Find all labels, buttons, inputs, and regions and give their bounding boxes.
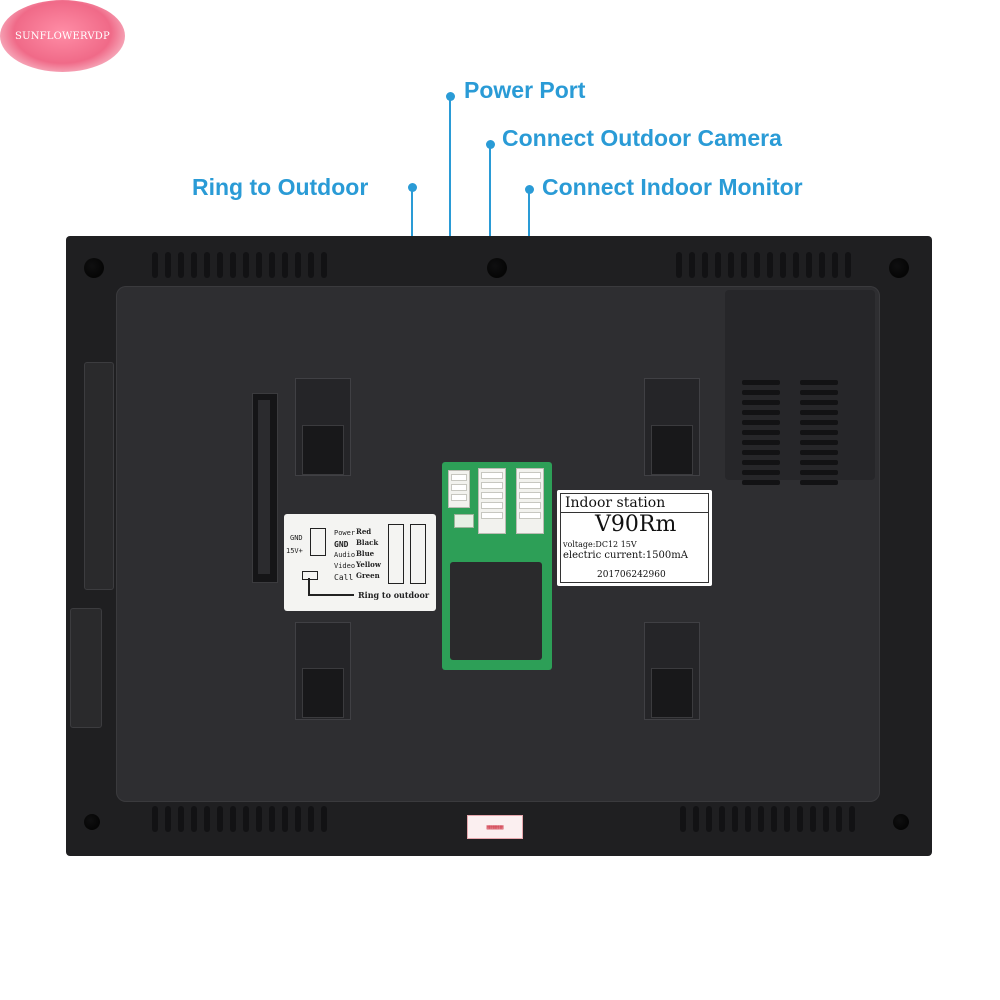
wire-color-blue: Blue — [356, 549, 375, 558]
ring-leader-vertical — [308, 578, 310, 594]
power-connector-diagram — [310, 528, 326, 556]
wiring-signal-gnd: GND — [334, 540, 349, 549]
wire-color-yellow: Yellow — [356, 560, 381, 569]
speaker-grill-left — [742, 380, 780, 485]
label-divider — [561, 512, 708, 513]
certification-sticker: ▦▦▦▦ — [467, 815, 523, 839]
speaker-area — [725, 290, 875, 480]
camera-connector-diagram — [388, 524, 404, 584]
label-current: electric current:1500mA — [563, 550, 688, 561]
wiring-diagram-label: GND 15V+ Power GND Audio Video Call Red … — [284, 514, 436, 611]
screw-top-right-icon — [889, 258, 909, 278]
wire-color-red: Red — [356, 527, 372, 536]
indoor-station-label: Indoor station V90Rm voltage:DC12 15V el… — [557, 490, 712, 586]
callout-power-port: Power Port — [464, 77, 586, 103]
ring-connector[interactable] — [454, 514, 474, 528]
wiring-signal-call: Call — [334, 573, 354, 582]
wiring-gnd-text: GND — [290, 534, 303, 542]
power-port-connector[interactable] — [448, 470, 470, 508]
screw-bottom-right-icon — [893, 814, 909, 830]
wiring-ring-to-outdoor-text: Ring to outdoor — [358, 590, 430, 600]
speaker-grill-right — [800, 380, 838, 485]
mount-slot-bottom-right — [651, 668, 693, 718]
pcb-shield-cover — [450, 562, 542, 660]
label-model: V90Rm — [595, 512, 677, 537]
label-voltage: voltage:DC12 15V — [563, 540, 637, 549]
label-title: Indoor station — [565, 495, 666, 511]
side-port-cover — [70, 608, 102, 728]
indoor-monitor-connector[interactable] — [516, 468, 544, 534]
circuit-board — [442, 462, 552, 670]
callout-indoor-monitor: Connect Indoor Monitor — [542, 174, 803, 200]
callout-outdoor-camera: Connect Outdoor Camera — [502, 125, 782, 151]
watermark-text: SUNFLOWERVDP — [15, 30, 110, 42]
wiring-signal-power: Power — [334, 529, 356, 537]
wall-mount-slot-inner — [258, 400, 270, 574]
monitor-connector-diagram — [410, 524, 426, 584]
call-connector-diagram — [302, 571, 318, 580]
wiring-signal-audio: Audio — [334, 551, 356, 559]
outdoor-camera-connector[interactable] — [478, 468, 506, 534]
bottom-left-vent — [152, 806, 327, 832]
label-border — [560, 493, 709, 583]
mount-slot-top-left — [302, 425, 344, 475]
screw-top-left-icon — [84, 258, 104, 278]
mount-slot-top-right — [651, 425, 693, 475]
wire-color-black: Black — [356, 538, 379, 547]
side-button-panel[interactable] — [84, 362, 114, 590]
screw-top-center-icon — [487, 258, 507, 278]
watermark-logo: SUNFLOWERVDP — [0, 0, 125, 72]
screw-bottom-left-icon — [84, 814, 100, 830]
wiring-signal-video: Video — [334, 562, 356, 570]
callout-ring-to-outdoor: Ring to Outdoor — [192, 174, 369, 200]
certification-sticker-marks: ▦▦▦▦ — [486, 823, 504, 831]
top-left-vent — [152, 252, 327, 278]
wire-color-green: Green — [356, 571, 380, 580]
label-serial: 201706242960 — [597, 570, 666, 580]
top-right-vent — [676, 252, 851, 278]
ring-leader-horizontal — [308, 594, 354, 596]
bottom-right-vent — [680, 806, 855, 832]
mount-slot-bottom-left — [302, 668, 344, 718]
wiring-15v-text: 15V+ — [286, 547, 303, 555]
